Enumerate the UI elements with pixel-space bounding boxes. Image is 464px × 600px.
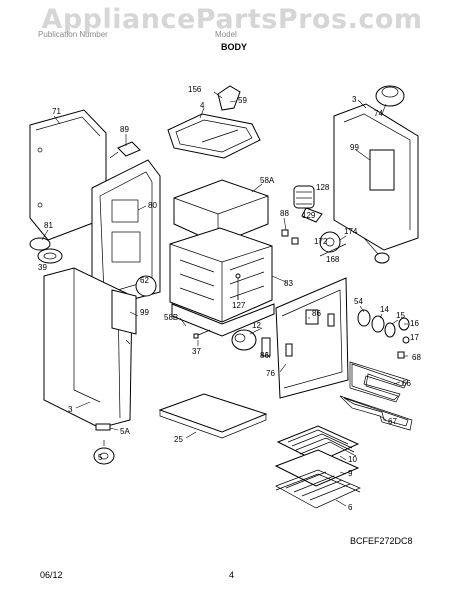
label-14: 14: [380, 305, 389, 314]
label-6: 6: [348, 503, 353, 512]
part-broil-element-66: [349, 361, 409, 403]
part-oven-bottom-wrap: [171, 303, 275, 337]
label-5a: 5A: [120, 427, 130, 436]
part-cover-12: [231, 329, 271, 357]
label-3-left: 3: [68, 405, 73, 414]
label-99-right: 99: [350, 143, 359, 152]
part-leg-5a: [95, 423, 111, 431]
part-bake-element-67: [339, 395, 413, 431]
label-17: 17: [410, 333, 419, 342]
part-vent-39: [29, 237, 63, 264]
label-80: 80: [148, 201, 157, 210]
part-side-panel-right: [333, 103, 419, 251]
part-bottom-tray: [158, 393, 268, 439]
label-86-upper: 86: [312, 309, 321, 318]
label-86-lower: 86: [260, 351, 269, 360]
label-3-right: 3: [352, 95, 357, 104]
part-bracket-89: [109, 141, 141, 159]
label-74: 74: [374, 109, 383, 118]
label-39: 39: [38, 263, 47, 272]
label-10: 10: [348, 455, 357, 464]
label-12: 12: [252, 321, 261, 330]
label-89: 89: [120, 125, 129, 134]
part-hinge-parts-174: [319, 231, 390, 264]
label-58a: 58A: [260, 176, 275, 185]
label-168: 168: [326, 255, 340, 264]
label-58b: 58B: [164, 313, 178, 322]
label-15: 15: [396, 311, 405, 320]
part-vent-cap-74: [375, 85, 405, 107]
label-76: 76: [266, 369, 275, 378]
part-leveling-leg-5: [93, 440, 115, 465]
label-99-lower: 99: [140, 308, 149, 317]
diagram-model-code: BCFEF272DC8: [350, 536, 413, 546]
watermark: AppliancePartsPros.com: [41, 4, 423, 35]
label-37: 37: [192, 347, 201, 356]
label-16: 16: [410, 319, 419, 328]
label-68: 68: [412, 353, 421, 362]
part-oven-insulation-58a: [173, 179, 269, 245]
label-71: 71: [52, 107, 61, 116]
page-title: BODY: [221, 42, 248, 52]
callout-labels: 71 89 156 4 59 3 74 99 58A 128 129 88 80…: [38, 85, 421, 512]
part-broil-pan-insert-9: [274, 449, 360, 487]
model-header: Model: [215, 30, 237, 39]
part-element-128: [293, 185, 323, 223]
label-9: 9: [348, 469, 353, 478]
part-knob-assembly: [357, 309, 410, 344]
part-control-panel: [275, 277, 349, 399]
label-174: 174: [344, 227, 358, 236]
label-66: 66: [402, 379, 411, 388]
part-oven-cavity: [169, 227, 273, 323]
leader-lines: [41, 91, 408, 507]
label-172: 172: [314, 237, 328, 246]
label-5: 5: [98, 453, 103, 462]
part-top-frame: [167, 85, 261, 159]
footer-date: 06/12: [40, 570, 63, 580]
label-127: 127: [232, 301, 246, 310]
publication-header: Publication Number: [38, 30, 108, 39]
label-129: 129: [302, 211, 316, 220]
label-25: 25: [174, 435, 183, 444]
footer-page-number: 4: [229, 570, 235, 580]
label-54: 54: [354, 297, 363, 306]
label-88: 88: [280, 209, 289, 218]
label-83: 83: [284, 279, 293, 288]
part-insulation-99-lower: [111, 275, 157, 335]
label-67: 67: [388, 417, 397, 426]
label-128: 128: [316, 183, 330, 192]
part-oven-rack-6: [275, 469, 361, 509]
label-4: 4: [200, 101, 205, 110]
part-terminal-68: [397, 351, 405, 359]
label-81: 81: [44, 221, 53, 230]
label-156: 156: [188, 85, 202, 94]
label-62: 62: [140, 276, 149, 285]
part-bolt-37: [193, 329, 211, 339]
part-screw-88: [281, 229, 299, 245]
label-59: 59: [238, 96, 247, 105]
